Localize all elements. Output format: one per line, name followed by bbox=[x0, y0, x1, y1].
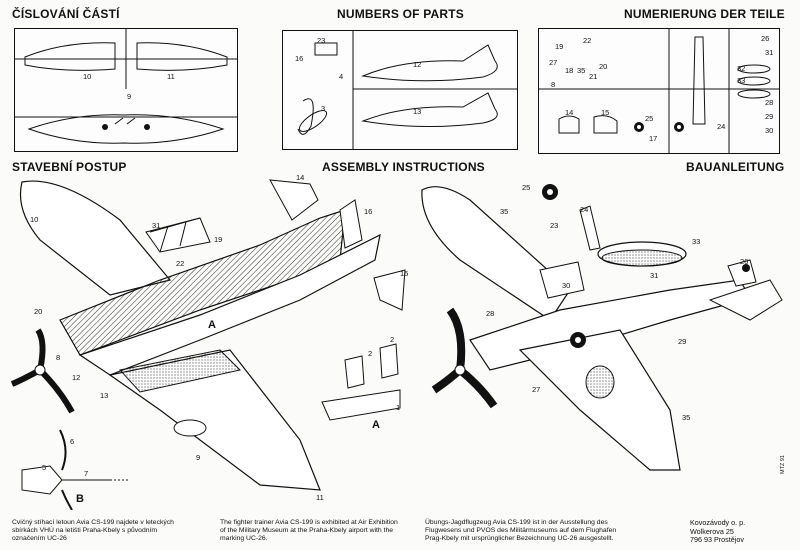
assembly-right-label: 35 bbox=[682, 413, 690, 422]
assembly-left-label: 7 bbox=[84, 469, 88, 478]
assembly-right-label: 27 bbox=[532, 385, 540, 394]
sprue1-label: 9 bbox=[127, 92, 131, 101]
assembly-left-label: 2 bbox=[368, 349, 372, 358]
assembly-right-label: 33 bbox=[692, 237, 700, 246]
sprue2-label: 12 bbox=[413, 60, 421, 69]
sprue3-label: 33 bbox=[737, 76, 745, 85]
sub-assembly-b-label: B bbox=[76, 493, 84, 505]
assembly-right-label: 30 bbox=[562, 281, 570, 290]
assembly-left-label: 5 bbox=[42, 463, 46, 472]
assembly-left-label: 13 bbox=[100, 391, 108, 400]
assembly-left-label: 11 bbox=[316, 493, 324, 502]
assembly-left-label: 16 bbox=[364, 207, 372, 216]
assembly-left-label: 9 bbox=[196, 453, 200, 462]
assembly-right-label: 25 bbox=[522, 183, 530, 192]
assembly-left-label: 8 bbox=[56, 353, 60, 362]
sub-assembly-a-label: A bbox=[372, 419, 380, 431]
sprue1-label: 10 bbox=[83, 72, 91, 81]
sprue-frame-wings: 10 11 9 bbox=[14, 28, 238, 152]
assembly-right-label: 31 bbox=[650, 271, 658, 280]
heading-assembly-de: BAUANLEITUNG bbox=[686, 160, 785, 174]
assembly-left-label: 19 bbox=[214, 235, 222, 244]
manufacturer-address: Kovozávody o. p. Wolkerova 25 796 93 Pro… bbox=[690, 518, 786, 545]
assembly-right-label: 26 bbox=[740, 257, 748, 266]
sprue3-label: 19 bbox=[555, 42, 563, 51]
assembly-left-label: A bbox=[208, 319, 216, 331]
sprue2-label: 13 bbox=[413, 107, 421, 116]
sprue3-label: 24 bbox=[717, 122, 725, 131]
sprue3-label: 21 bbox=[589, 72, 597, 81]
sprue3-label: 27 bbox=[549, 58, 557, 67]
sprue3-label: 35 bbox=[577, 66, 585, 75]
sprue3-label: 17 bbox=[649, 134, 657, 143]
caption-de: Übungs-Jagdflugzeug Avia CS-199 ist in d… bbox=[425, 519, 617, 543]
sprue3-label: 32 bbox=[737, 64, 745, 73]
sprue3-label: 30 bbox=[765, 126, 773, 135]
sprue2-label: 23 bbox=[317, 36, 325, 45]
heading-parts-de: NUMERIERUNG DER TEILE bbox=[624, 7, 785, 21]
sprue3-label: 18 bbox=[565, 66, 573, 75]
sprue2-label: 4 bbox=[339, 72, 343, 81]
assembly-left-label: 1 bbox=[396, 403, 400, 412]
assembly-right-label: 28 bbox=[486, 309, 494, 318]
sprue-frame-fuselage: 23 16 4 3 12 13 bbox=[282, 30, 518, 150]
heading-assembly-en: ASSEMBLY INSTRUCTIONS bbox=[322, 160, 485, 174]
assembly-right-label: 24 bbox=[580, 205, 588, 214]
sprue3-label: 28 bbox=[765, 98, 773, 107]
heading-assembly-cz: STAVEBNÍ POSTUP bbox=[12, 160, 127, 174]
assembly-left-label: 6 bbox=[70, 437, 74, 446]
heading-parts-en: NUMBERS OF PARTS bbox=[337, 7, 464, 21]
sprue2-label: 3 bbox=[321, 104, 325, 113]
assembly-left-label: 12 bbox=[72, 373, 80, 382]
address-line: Kovozávody o. p. bbox=[690, 518, 746, 527]
exploded-view-left: 10 31 22 19 20 14 16 15 8 12 13 A 2 2 1 … bbox=[10, 173, 408, 510]
assembly-right-label: 35 bbox=[500, 207, 508, 216]
assembly-left-label: 31 bbox=[152, 221, 160, 230]
sprue3-label: 29 bbox=[765, 112, 773, 121]
assembly-left-label: 10 bbox=[30, 215, 38, 224]
sprue3-label: 26 bbox=[761, 34, 769, 43]
sprue2-label: 16 bbox=[295, 54, 303, 63]
caption-en: The fighter trainer Avia CS-199 is exhib… bbox=[220, 519, 398, 543]
assembly-left-label: 22 bbox=[176, 259, 184, 268]
exploded-view-right: 25 35 24 23 33 26 31 30 28 29 27 35 bbox=[421, 183, 783, 471]
assembly-left-label: 15 bbox=[400, 269, 408, 278]
address-line: Wolkerova 25 bbox=[690, 526, 734, 536]
sprue3-label: 15 bbox=[601, 108, 609, 117]
assembly-left-label: 14 bbox=[296, 173, 304, 182]
sprue3-label: 22 bbox=[583, 36, 591, 45]
sprue3-label: 31 bbox=[765, 48, 773, 57]
sprue1-label: 11 bbox=[167, 72, 175, 81]
sprue3-label: 25 bbox=[645, 114, 653, 123]
sprue3-label: 20 bbox=[599, 62, 607, 71]
assembly-left-label: 20 bbox=[34, 307, 42, 316]
caption-cz: Cvičný stíhací letoun Avia CS-199 najdet… bbox=[12, 519, 174, 543]
sprue3-label: 8 bbox=[551, 80, 555, 89]
assembly-left-label: 2 bbox=[390, 335, 394, 344]
side-code: MTZ 91 bbox=[780, 455, 786, 474]
heading-parts-cz: ČÍSLOVÁNÍ ČÁSTÍ bbox=[12, 7, 120, 21]
sprue-frame-small-parts: 19 22 27 18 35 20 21 8 14 15 25 17 24 26… bbox=[538, 28, 780, 154]
assembly-right-label: 29 bbox=[678, 337, 686, 346]
assembly-right-label: 23 bbox=[550, 221, 558, 230]
sprue3-label: 14 bbox=[565, 108, 573, 117]
address-line: 796 93 Prostějov bbox=[690, 535, 744, 545]
